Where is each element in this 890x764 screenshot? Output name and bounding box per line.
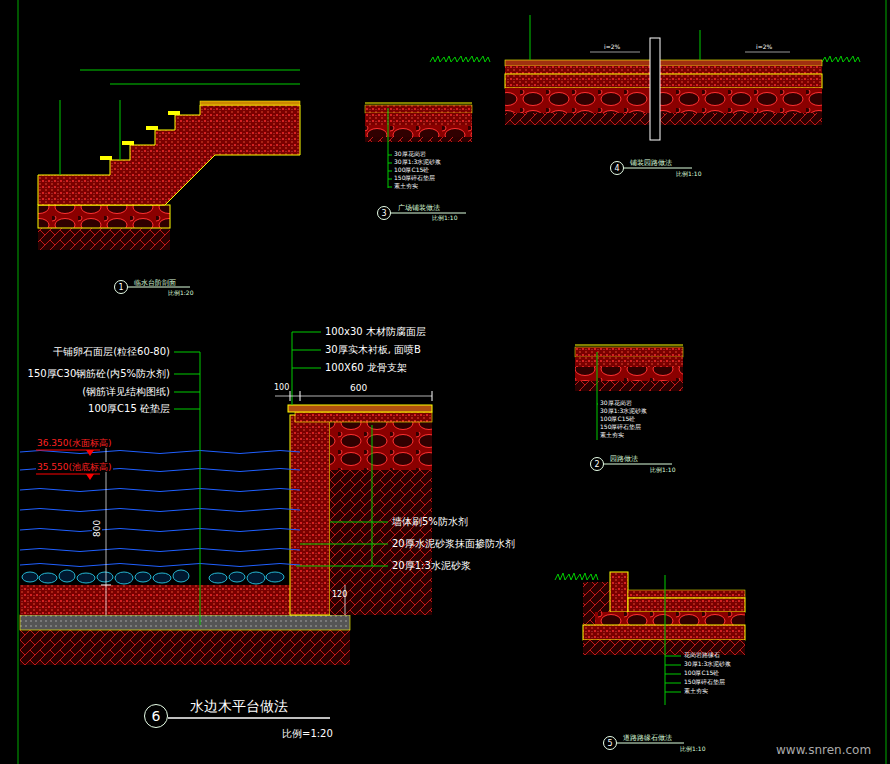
callout-number: 5 [607,739,612,748]
annotation: 临水台阶剖面 [134,279,176,287]
annotation: 30厚1:3水泥砂浆 [600,408,647,415]
annotation: 20厚水泥砂浆抹面掺防水剂 [392,538,515,550]
layer-note: 150厚C30钢筋砼(内5%防水剂) [28,368,170,380]
annotation: 100x30 木材防腐面层 [325,326,426,338]
annotation: 素土夯实 [684,688,708,695]
annotation: 30厚实木衬板, 面喷B [325,344,421,356]
annotation: 铺装园路做法 [630,159,672,167]
callout-circle: 1 [114,280,128,294]
callout-circle: 3 [377,206,391,220]
annotation: 比例1:20 [168,290,193,297]
annotation: 比例1:10 [432,215,457,222]
annotation: 比例1:10 [650,467,675,474]
callout-circle: 6 [144,704,168,728]
layer-note: 干铺卵石面层(粒径60-80) [53,346,170,358]
annotation: i=2% [604,44,620,51]
annotation: 100厚C15砼 [394,167,429,174]
annotation: 比例1:10 [676,171,701,178]
annotation: 园路做法 [610,455,638,463]
callout-number: 6 [152,708,161,724]
annotation: 20厚1:3水泥砂浆 [392,560,471,572]
callout-number: 2 [594,460,599,469]
callout-circle: 5 [603,736,617,750]
annotation: 30厚1:3水泥砂浆 [394,159,441,166]
annotation: 水边木平台做法 [190,698,288,714]
annotation: 150厚碎石垫层 [600,424,641,431]
annotation: 广场铺装做法 [398,204,440,212]
annotation: 比例=1:20 [282,728,333,740]
annotation: 100厚C15砼 [684,670,719,677]
callout-number: 3 [381,209,386,218]
annotation: 30厚花岗岩 [394,151,426,158]
annotation: 100 [274,383,289,392]
annotation: 道路路缘石做法 [623,734,672,742]
annotation: 素土夯实 [600,432,624,439]
annotation: 150厚碎石垫层 [394,175,435,182]
water-level: 36.350(水面标高) [36,438,113,448]
callout-circle: 2 [590,457,604,471]
annotation: 150厚碎石垫层 [684,679,725,686]
annotation: www.snren.com [776,744,871,758]
annotation: 600 [350,383,367,393]
annotation: 100X60 龙骨支架 [325,362,407,374]
annotation: 30厚1:3水泥砂浆 [684,661,731,668]
annotation: 30厚花岗岩 [600,400,632,407]
annotation: 墙体刷5%防水剂 [392,516,468,528]
annotation: 花岗岩路缘石 [684,652,720,659]
annotation: 100厚C15砼 [600,416,635,423]
callout-number: 4 [614,164,619,173]
callout-circle: 4 [610,161,624,175]
annotation: 800 [92,519,102,538]
annotation: 素土夯实 [394,183,418,190]
layer-note: (钢筋详见结构图纸) [82,386,170,398]
callout-number: 1 [118,283,123,292]
annotation: i=2% [756,44,772,51]
layer-note: 100厚C15 砼垫层 [88,403,170,415]
water-level: 35.550(池底标高) [36,462,113,472]
annotation: 120 [332,590,347,599]
annotation: 比例1:10 [680,746,705,753]
